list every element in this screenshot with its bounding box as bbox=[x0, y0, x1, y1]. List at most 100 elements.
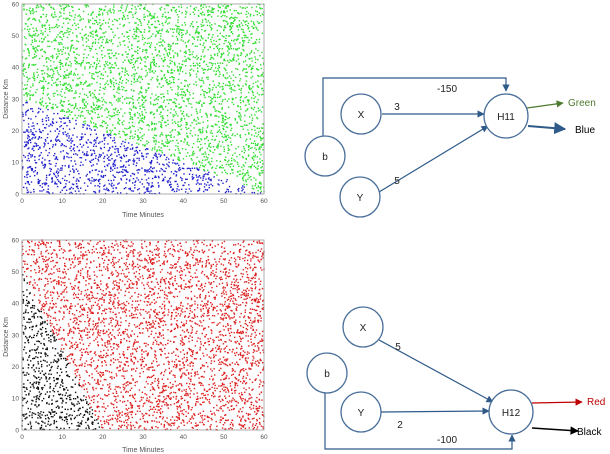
scatter-point bbox=[41, 162, 43, 164]
scatter-point bbox=[205, 113, 208, 115]
scatter-point bbox=[153, 134, 156, 136]
scatter-point bbox=[140, 77, 142, 79]
scatter-point bbox=[62, 75, 65, 77]
scatter-point bbox=[239, 26, 241, 28]
scatter-point bbox=[118, 74, 121, 76]
scatter-point bbox=[238, 63, 240, 66]
scatter-point bbox=[93, 125, 95, 128]
scatter-point bbox=[69, 398, 71, 401]
scatter-point bbox=[240, 119, 242, 121]
scatter-point bbox=[108, 183, 111, 185]
scatter-point bbox=[176, 139, 178, 142]
scatter-point bbox=[186, 113, 188, 115]
scatter-point bbox=[103, 134, 105, 137]
scatter-point bbox=[208, 388, 210, 391]
scatter-point bbox=[185, 13, 187, 15]
scatter-point bbox=[179, 364, 181, 366]
scatter-point bbox=[248, 99, 250, 101]
scatter-point bbox=[171, 72, 174, 74]
scatter-point bbox=[50, 106, 53, 109]
scatter-point bbox=[249, 147, 252, 149]
scatter-point bbox=[248, 122, 251, 125]
scatter-point bbox=[75, 24, 77, 26]
scatter-point bbox=[42, 34, 44, 36]
scatter-point bbox=[86, 103, 89, 105]
scatter-point bbox=[200, 5, 202, 7]
scatter-point bbox=[58, 280, 60, 282]
scatter-point bbox=[48, 337, 50, 339]
scatter-point bbox=[145, 188, 148, 190]
scatter-point bbox=[30, 408, 32, 410]
scatter-point bbox=[145, 111, 147, 114]
scatter-point bbox=[83, 53, 85, 55]
scatter-point bbox=[175, 175, 177, 177]
scatter-point bbox=[74, 370, 76, 372]
scatter-point bbox=[118, 18, 121, 20]
scatter-point bbox=[126, 53, 128, 55]
scatter-point bbox=[233, 56, 235, 58]
scatter-point bbox=[238, 34, 240, 36]
scatter-point bbox=[98, 106, 100, 108]
scatter-point bbox=[44, 36, 47, 38]
scatter-point bbox=[66, 291, 68, 293]
scatter-point bbox=[195, 401, 198, 403]
scatter-point bbox=[110, 272, 112, 275]
scatter-point bbox=[67, 84, 69, 86]
scatter-point bbox=[245, 96, 248, 98]
scatter-point bbox=[242, 330, 244, 333]
scatter-point bbox=[84, 122, 86, 125]
scatter-point bbox=[51, 329, 54, 331]
scatter-point bbox=[46, 182, 48, 185]
scatter-point bbox=[163, 170, 165, 172]
scatter-point bbox=[71, 386, 74, 388]
scatter-point bbox=[131, 148, 134, 150]
scatter-point bbox=[93, 143, 95, 146]
scatter-point bbox=[56, 170, 58, 172]
scatter-point bbox=[83, 34, 86, 37]
scatter-point bbox=[75, 277, 77, 280]
scatter-point bbox=[256, 92, 259, 94]
scatter-point bbox=[246, 75, 248, 78]
scatter-point bbox=[79, 19, 82, 21]
scatter-point bbox=[128, 159, 130, 161]
scatter-point bbox=[217, 10, 219, 12]
scatter-point bbox=[130, 250, 132, 252]
scatter-point bbox=[91, 169, 94, 172]
scatter-point bbox=[102, 176, 104, 178]
scatter-point bbox=[210, 130, 212, 132]
scatter-point bbox=[144, 65, 146, 67]
scatter-point bbox=[171, 76, 173, 78]
scatter-point bbox=[55, 40, 57, 42]
scatter-point bbox=[259, 148, 261, 150]
scatter-point bbox=[124, 147, 126, 150]
scatter-point bbox=[124, 69, 127, 71]
scatter-point bbox=[113, 287, 116, 289]
scatter-point bbox=[138, 113, 141, 115]
scatter-point bbox=[29, 138, 31, 141]
scatter-point bbox=[106, 38, 108, 40]
scatter-point bbox=[134, 62, 136, 64]
scatter-point bbox=[109, 332, 111, 335]
scatter-point bbox=[80, 138, 83, 140]
scatter-point bbox=[68, 90, 71, 92]
scatter-point bbox=[89, 47, 91, 50]
scatter-point bbox=[170, 154, 173, 156]
scatter-point bbox=[176, 52, 179, 55]
scatter-point bbox=[239, 112, 241, 114]
scatter-point bbox=[71, 39, 74, 42]
scatter-point bbox=[247, 28, 249, 30]
scatter-point bbox=[110, 131, 112, 133]
scatter-point bbox=[63, 101, 65, 103]
scatter-point bbox=[64, 185, 67, 188]
scatter-point bbox=[173, 391, 175, 394]
scatter-point bbox=[232, 17, 234, 19]
scatter-point bbox=[26, 84, 28, 86]
scatter-point bbox=[253, 192, 256, 194]
scatter-point bbox=[209, 428, 212, 430]
scatter-point bbox=[108, 18, 111, 20]
scatter-point bbox=[158, 96, 160, 98]
scatter-point bbox=[216, 96, 219, 99]
scatter-point bbox=[227, 5, 229, 7]
scatter-point bbox=[82, 123, 84, 126]
scatter-point bbox=[190, 372, 192, 374]
